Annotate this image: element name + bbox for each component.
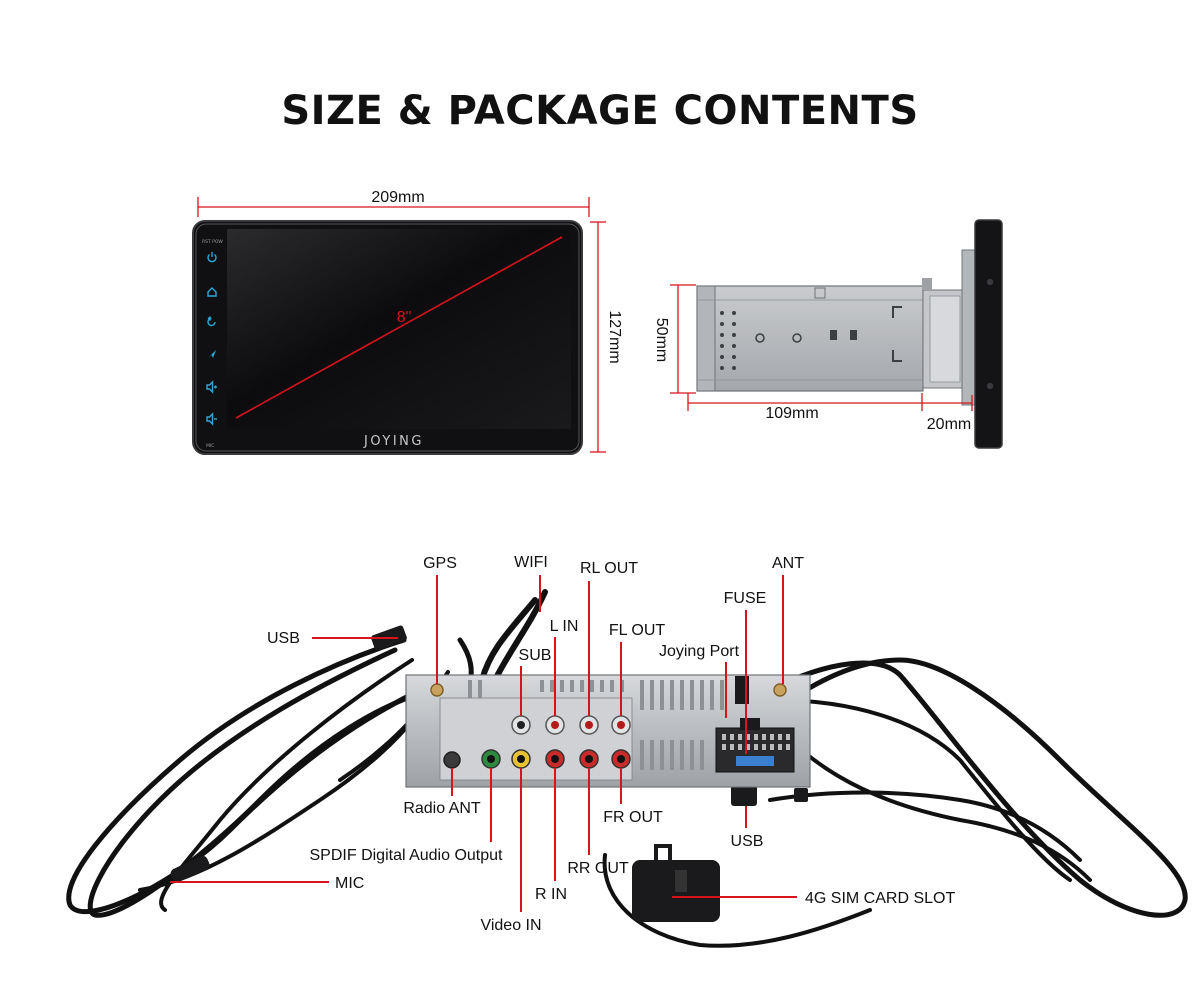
fuse-label: FUSE: [724, 590, 767, 607]
volume-up-icon[interactable]: [206, 380, 217, 394]
diagonal-label: 8": [397, 309, 412, 326]
home-icon[interactable]: [207, 287, 217, 297]
panel-depth-dimension: 20mm: [922, 395, 973, 433]
panel-depth-label: 20mm: [927, 416, 971, 433]
touch-screen[interactable]: [227, 229, 571, 429]
diagonal-line: [235, 236, 563, 419]
mic-plug: [170, 855, 210, 883]
chassis-side: [696, 285, 924, 392]
front-panel-side: [974, 219, 1003, 449]
rear-view: [66, 589, 1188, 948]
joying-port: [740, 718, 760, 730]
gps-label: GPS: [423, 555, 457, 572]
spdif-label: SPDIF Digital Audio Output: [310, 847, 504, 864]
rca-bottom-row: [481, 749, 631, 769]
usb-right-label: USB: [731, 833, 764, 850]
rl-out-label: RL OUT: [580, 560, 638, 577]
depth-dimension: 109mm: [687, 393, 923, 422]
depth-label: 109mm: [765, 405, 818, 422]
gps-connector: [430, 683, 444, 697]
fuse: [736, 756, 774, 766]
wifi-label: WIFI: [514, 554, 548, 571]
width-dimension: 209mm: [197, 189, 590, 217]
back-icon[interactable]: [207, 316, 216, 327]
r-in-label: R IN: [535, 886, 567, 903]
power-icon[interactable]: [207, 252, 217, 263]
fr-out-label: FR OUT: [603, 809, 663, 826]
front-view: 209mm 127mm 8" JOYING RST POW MIC: [192, 189, 623, 455]
height-dimension: 127mm: [590, 221, 623, 453]
navigation-icon[interactable]: [208, 350, 216, 358]
mic-corner-text: MIC: [206, 443, 214, 449]
width-label: 209mm: [371, 189, 424, 206]
side-view: 50mm: [653, 219, 1003, 449]
l-in-label: L IN: [550, 618, 579, 635]
mic-label: MIC: [335, 875, 364, 892]
ant-label: ANT: [772, 555, 804, 572]
usb-left-label: USB: [267, 630, 300, 647]
sub-label: SUB: [519, 647, 552, 664]
leader-lines: [170, 575, 797, 912]
video-in-label: Video IN: [480, 917, 541, 934]
joying-port-label: Joying Port: [659, 643, 740, 660]
height-label: 127mm: [606, 310, 623, 363]
fl-out-label: FL OUT: [609, 622, 666, 639]
rr-out-label: RR OUT: [567, 860, 629, 877]
radio-ant-label: Radio ANT: [403, 800, 481, 817]
radio-ant-connector: [443, 751, 461, 769]
page-title: SIZE & PACKAGE CONTENTS: [281, 88, 919, 134]
depth-height-dimension: 50mm: [653, 284, 696, 394]
brand-logo: JOYING: [363, 434, 424, 449]
side-height-label: 50mm: [653, 318, 670, 362]
ant-connector: [773, 683, 787, 697]
sim-slot-label: 4G SIM CARD SLOT: [805, 890, 955, 907]
top-corner-text: RST POW: [202, 239, 223, 245]
volume-down-icon[interactable]: [206, 412, 217, 426]
